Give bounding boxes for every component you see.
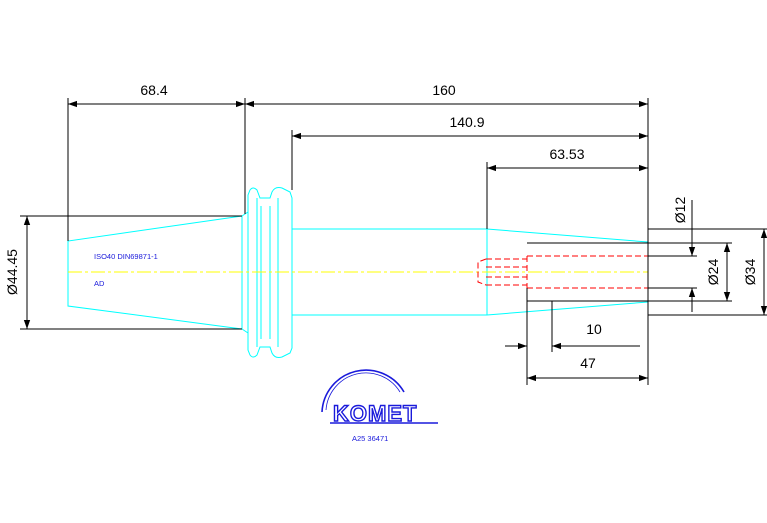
dim-140-9: 140.9 bbox=[449, 114, 484, 130]
logo-brand: KOMET bbox=[333, 401, 417, 426]
dim-47: 47 bbox=[580, 355, 596, 371]
dim-dia-34: Ø34 bbox=[742, 259, 758, 286]
dim-63-53: 63.53 bbox=[549, 146, 584, 162]
dimension-lines bbox=[20, 98, 767, 385]
dim-68-4: 68.4 bbox=[140, 82, 167, 98]
logo-arc bbox=[321, 369, 405, 413]
dim-10: 10 bbox=[586, 321, 602, 337]
dim-160: 160 bbox=[432, 82, 456, 98]
komet-logo: KOMET A25 36471 bbox=[321, 369, 438, 443]
variant-note: AD bbox=[94, 279, 105, 288]
standard-note: ISO40 DIN69871-1 bbox=[94, 252, 158, 261]
dim-dia-12: Ø12 bbox=[672, 197, 688, 224]
dim-dia-24: Ø24 bbox=[705, 259, 721, 286]
dim-dia-44-45: Ø44.45 bbox=[4, 249, 20, 295]
logo-code: A25 36471 bbox=[352, 434, 388, 443]
